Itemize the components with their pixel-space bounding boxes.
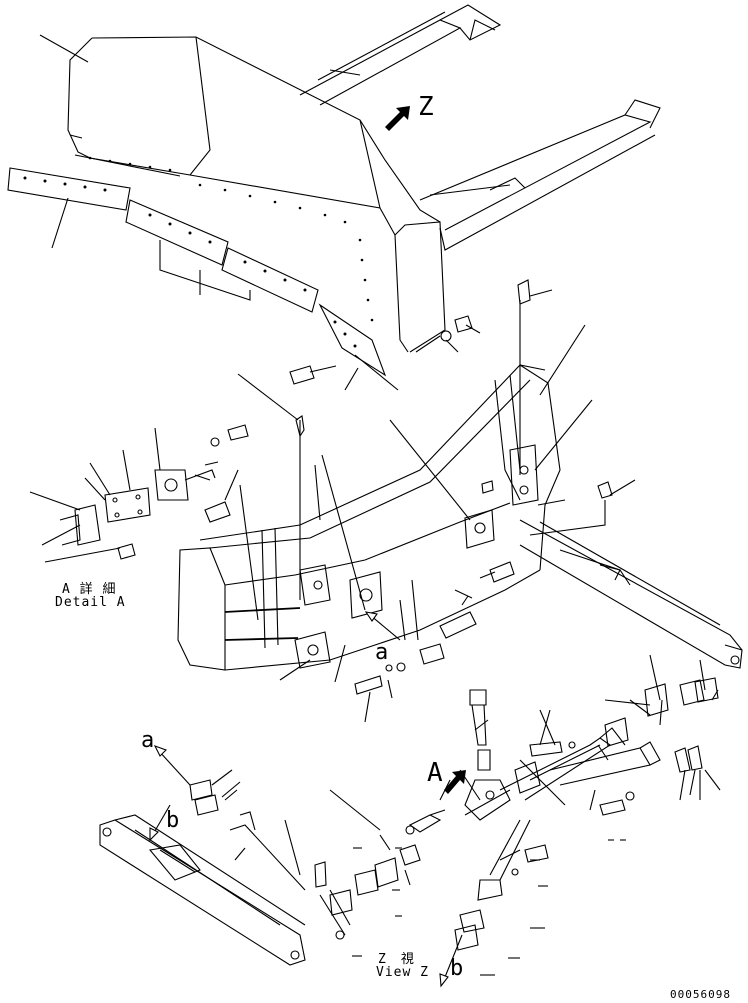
label-ticks	[352, 839, 626, 976]
lower-right-parts	[454, 677, 719, 951]
view-z-letter: Z	[418, 92, 434, 122]
drawing-number: 00056098	[670, 988, 731, 1001]
view-z-caption-en: View Z	[376, 965, 429, 980]
callout-a-mid: a	[375, 640, 389, 665]
detail-a-parts	[59, 424, 249, 560]
blade-edge-holes	[88, 156, 374, 322]
view-z-caption-jp: Z 視	[378, 952, 415, 967]
pins-bolts-middle	[354, 481, 613, 723]
lower-left-arm	[99, 779, 306, 966]
callout-a-lower: a	[141, 728, 155, 753]
leader-lines-upper	[39, 34, 553, 391]
cutting-edges	[7, 167, 387, 377]
view-direction-arrow-icon	[385, 106, 466, 794]
detail-a-letter: A	[427, 758, 443, 788]
detail-a-caption-jp: A 詳 細	[62, 582, 117, 597]
dozer-blade	[67, 36, 446, 353]
detail-a-caption-en: Detail A	[55, 595, 126, 610]
leader-lines-middle	[29, 300, 636, 683]
callout-b-lower: b	[166, 808, 180, 833]
push-arm-right	[519, 519, 743, 669]
callout-arrows	[149, 611, 463, 988]
push-arms-top	[299, 4, 661, 251]
callout-b-bottom: b	[450, 956, 464, 981]
blade-fittings	[289, 279, 531, 385]
main-frame	[177, 364, 561, 671]
leader-lines-lower	[211, 654, 721, 886]
lower-center-parts	[314, 809, 446, 940]
